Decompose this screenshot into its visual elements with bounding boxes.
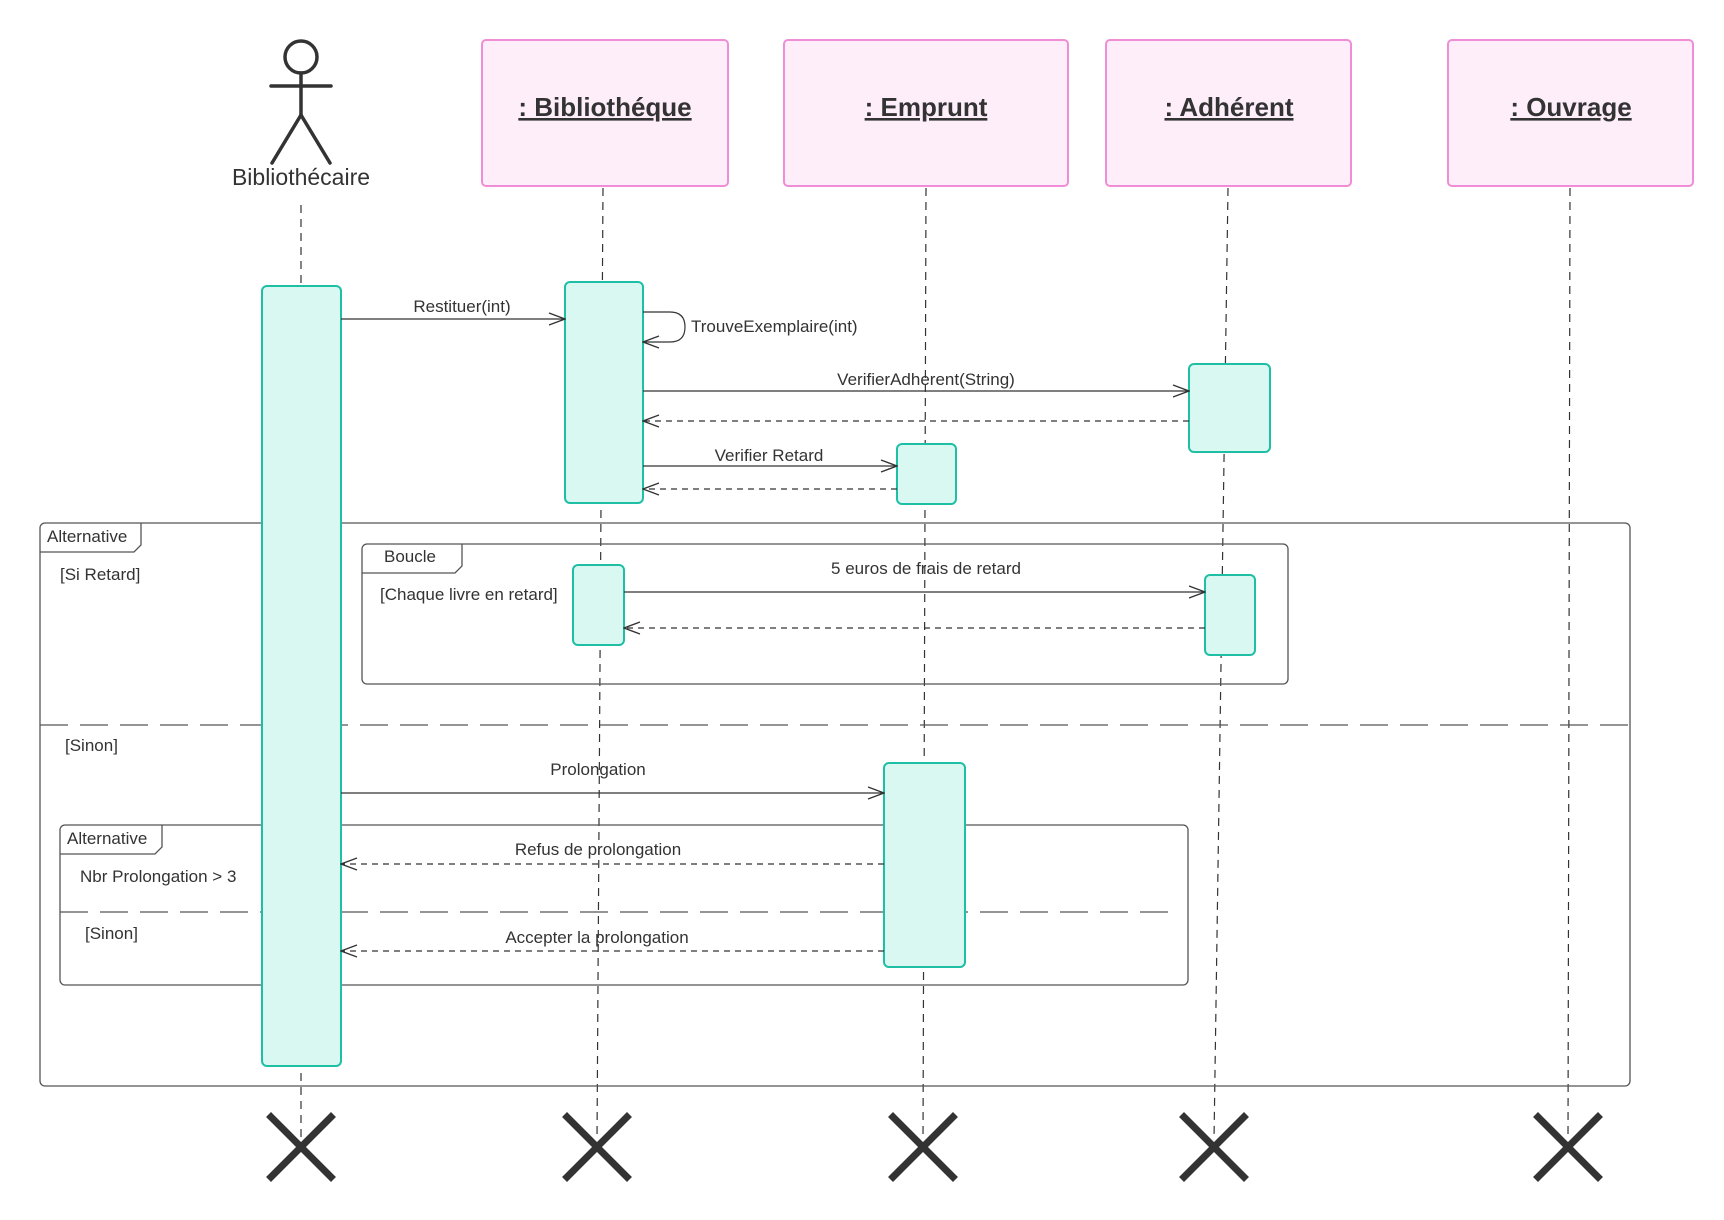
activation-bibliotheque-main[interactable] [564, 281, 644, 504]
destroy-ouvrage-icon [1533, 1112, 1603, 1182]
lifeline-ouvrage [1567, 187, 1571, 1141]
message-prolongation-label: Prolongation [550, 760, 645, 779]
message-restituer-label: Restituer(int) [413, 297, 510, 316]
participant-title-emprunt: : Emprunt [865, 92, 988, 122]
guard-chaque-livre: [Chaque livre en retard] [380, 585, 558, 604]
participant-ouvrage[interactable]: : Ouvrage [1447, 39, 1694, 187]
fragment-inner-alternative: Alternative Nbr Prolongation > 3 [Sinon] [59, 824, 1189, 986]
guard-si-retard: [Si Retard] [60, 565, 140, 584]
actor-label: Bibliothécaire [232, 164, 370, 190]
destroy-emprunt-icon [888, 1112, 958, 1182]
message-frais-retard-label: 5 euros de frais de retard [831, 559, 1021, 578]
activation-bibliotheque-loop[interactable] [572, 564, 625, 646]
participant-bibliotheque[interactable]: : Bibliothéque [481, 39, 729, 187]
guard-sinon-inner: [Sinon] [85, 924, 138, 943]
guard-nbr-prolongation: Nbr Prolongation > 3 [80, 867, 236, 886]
activation-emprunt-retard[interactable] [896, 443, 957, 505]
participant-emprunt[interactable]: : Emprunt [783, 39, 1069, 187]
participant-adherent[interactable]: : Adhérent [1105, 39, 1352, 187]
message-verifier-adherent-label: VerifierAdherent(String) [837, 370, 1015, 389]
destroy-bibliotheque-icon [562, 1112, 632, 1182]
destroy-adherent-icon [1179, 1112, 1249, 1182]
guard-sinon-outer: [Sinon] [65, 736, 118, 755]
message-verifier-retard-label: Verifier Retard [715, 446, 824, 465]
participant-title-bibliotheque: : Bibliothéque [518, 92, 691, 122]
activation-emprunt-prolongation[interactable] [883, 762, 966, 968]
actor-bibliothecaire[interactable] [269, 39, 333, 165]
activation-adherent-loop[interactable] [1204, 574, 1256, 656]
fragment-inner-alternative-label: Alternative [67, 829, 147, 848]
message-trouve-exemplaire-arrow[interactable] [643, 311, 686, 342]
fragment-loop: Boucle [Chaque livre en retard] [361, 543, 1289, 685]
lifeline-adherent [1213, 187, 1229, 1141]
participant-title-ouvrage: : Ouvrage [1510, 92, 1631, 122]
fragment-outer-alternative-label: Alternative [47, 527, 127, 546]
fragment-loop-label: Boucle [384, 547, 436, 566]
message-accepter-prolongation-label: Accepter la prolongation [505, 928, 688, 947]
message-refus-prolongation-label: Refus de prolongation [515, 840, 681, 859]
message-trouve-exemplaire-label: TrouveExemplaire(int) [691, 317, 858, 336]
activation-adherent-verify[interactable] [1188, 363, 1271, 453]
destroy-bibliothecaire-icon [266, 1112, 336, 1182]
activation-bibliothecaire[interactable] [261, 285, 342, 1067]
lifeline-emprunt [922, 187, 927, 1141]
participant-title-adherent: : Adhérent [1164, 92, 1293, 122]
actor-head-icon [283, 39, 319, 75]
